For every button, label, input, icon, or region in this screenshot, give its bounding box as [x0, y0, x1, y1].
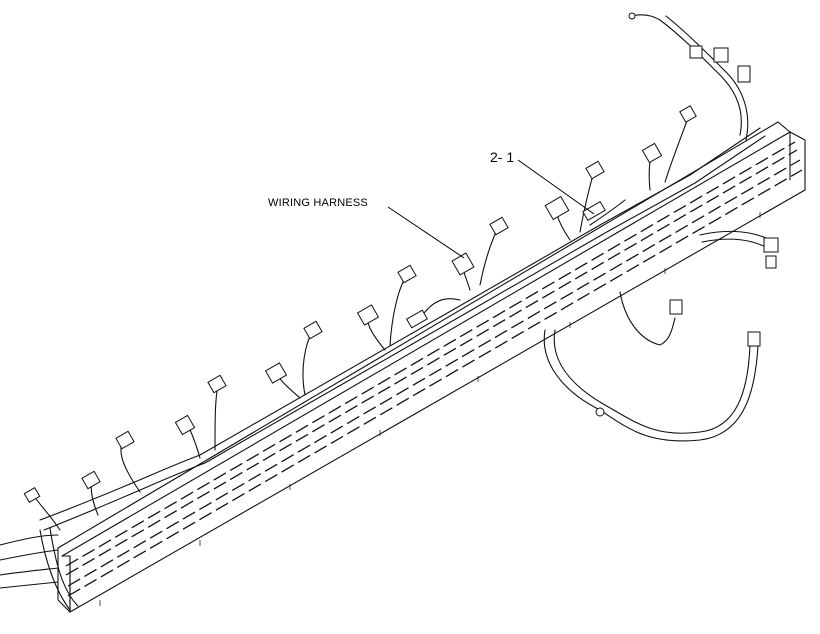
- part-reference-label: 2- 1: [490, 149, 514, 165]
- wiring-harness-label: WIRING HARNESS: [268, 197, 368, 209]
- harness-trunk: [39, 127, 766, 531]
- lower-harness-loops: [543, 230, 779, 442]
- left-cable-bundle: [0, 527, 79, 611]
- rail-beam: [57, 121, 806, 613]
- callout-leaders: [387, 159, 595, 259]
- branch-connectors: [23, 12, 751, 531]
